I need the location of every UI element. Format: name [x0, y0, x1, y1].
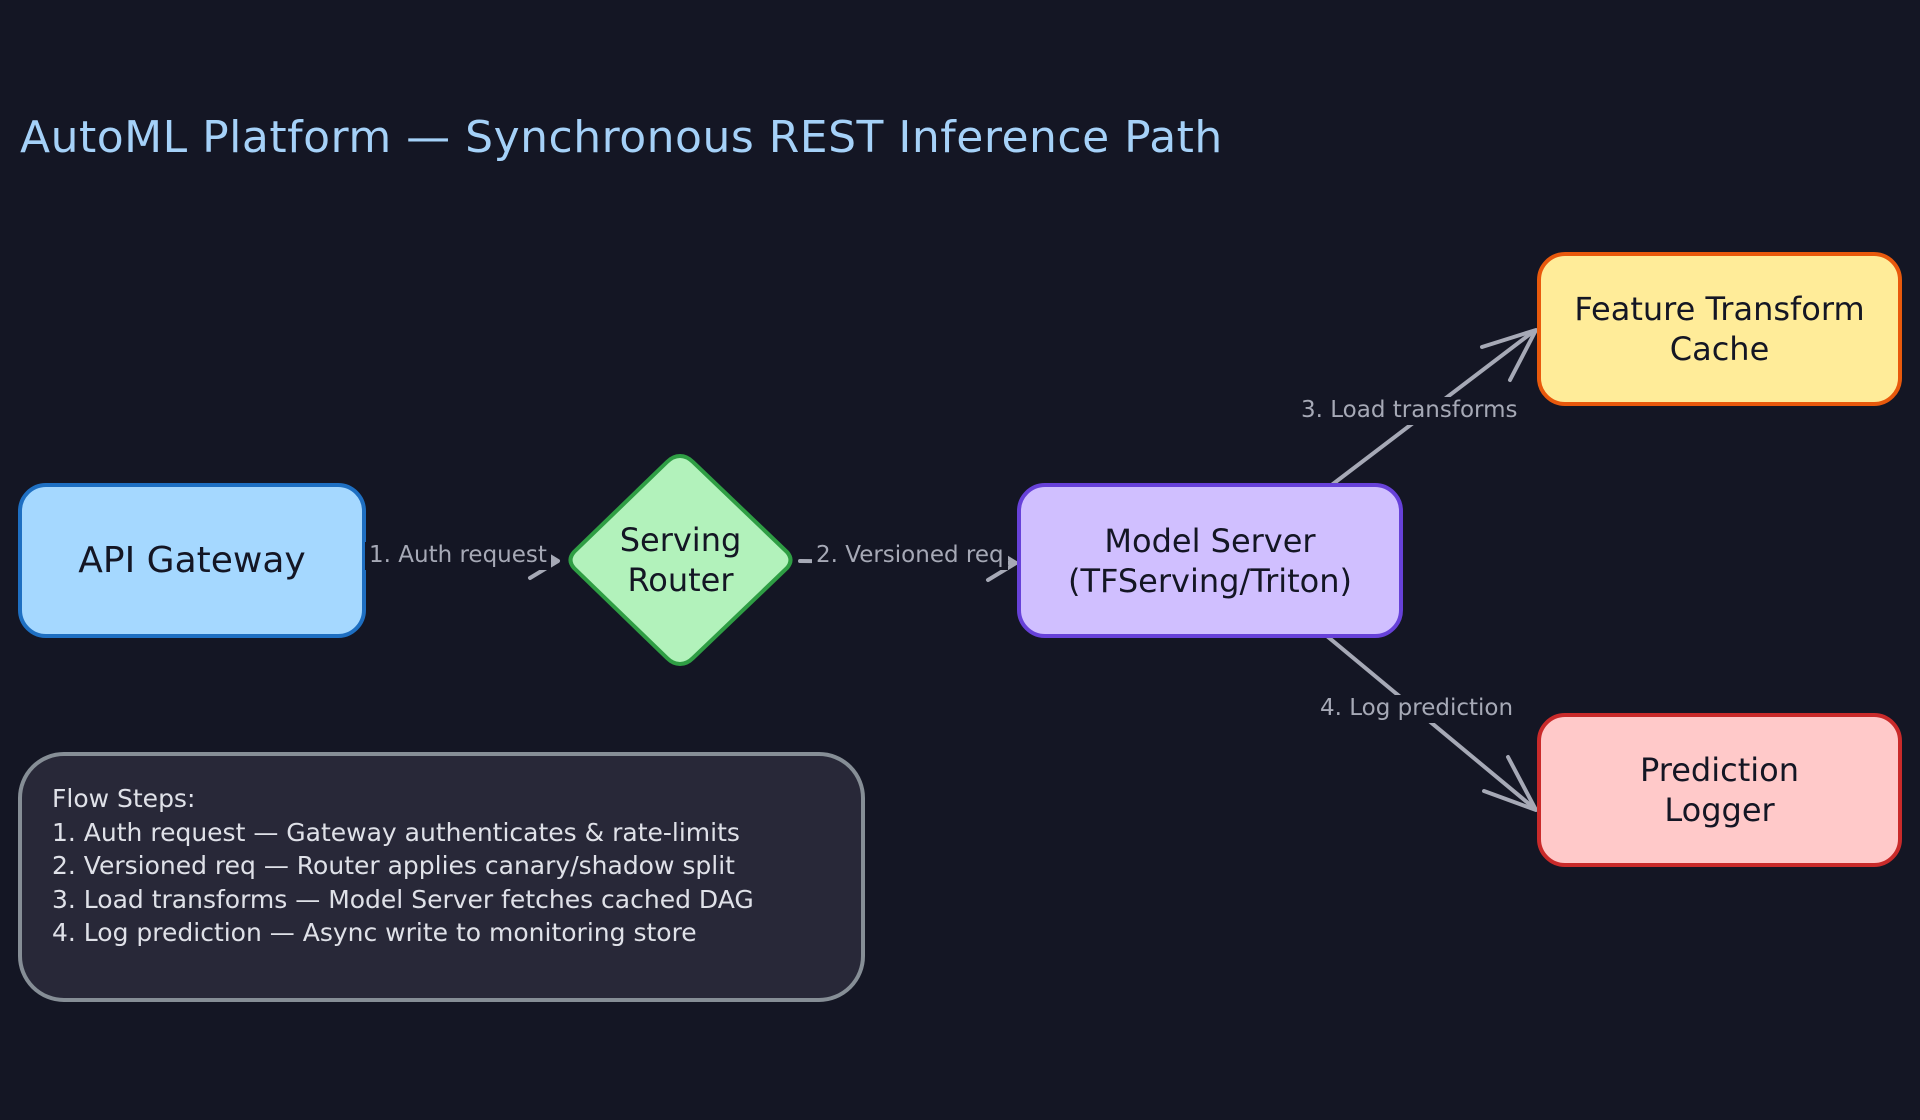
feature-cache-label-line2: Cache	[1669, 330, 1770, 368]
model-server-label-line2: (TFServing/Triton)	[1067, 561, 1352, 600]
edge-log-label: 4. Log prediction	[1316, 695, 1518, 723]
edge-load-label: 3. Load transforms	[1297, 397, 1522, 425]
diagram-title: AutoML Platform — Synchronous REST Infer…	[20, 112, 1223, 163]
api-gateway-label: API Gateway	[78, 540, 306, 581]
prediction-logger-label-line1: Prediction	[1640, 751, 1799, 789]
model-server-node: Model Server (TFServing/Triton)	[1017, 483, 1403, 638]
feature-transform-cache-node: Feature Transform Cache	[1537, 252, 1902, 406]
serving-router-label-line2: Router	[627, 561, 734, 599]
flow-step-1: 1. Auth request — Gateway authenticates …	[52, 817, 740, 847]
flow-step-3: 3. Load transforms — Model Server fetche…	[52, 884, 754, 914]
flow-step-4: 4. Log prediction — Async write to monit…	[52, 918, 697, 947]
flow-steps-panel: Flow Steps: 1. Auth request — Gateway au…	[18, 752, 865, 1002]
prediction-logger-label-line2: Logger	[1664, 791, 1775, 829]
flow-step-2: 2. Versioned req — Router applies canary…	[52, 851, 735, 880]
router-diamond-shape	[568, 453, 793, 667]
model-server-label-line1: Model Server	[1104, 521, 1316, 560]
edge-load-arrowhead	[1480, 328, 1538, 382]
api-gateway-node: API Gateway	[18, 483, 366, 638]
edge-log-arrowhead	[1482, 755, 1538, 812]
edge-versioned-label: 2. Versioned req	[812, 542, 1008, 570]
edge-auth-label: 1. Auth request	[365, 542, 551, 570]
serving-router-node: Serving Router	[563, 452, 798, 668]
serving-router-label-line1: Serving	[619, 521, 742, 559]
feature-cache-label-line1: Feature Transform	[1574, 290, 1865, 328]
prediction-logger-node: Prediction Logger	[1537, 713, 1902, 867]
flow-steps-heading: Flow Steps:	[52, 784, 196, 813]
